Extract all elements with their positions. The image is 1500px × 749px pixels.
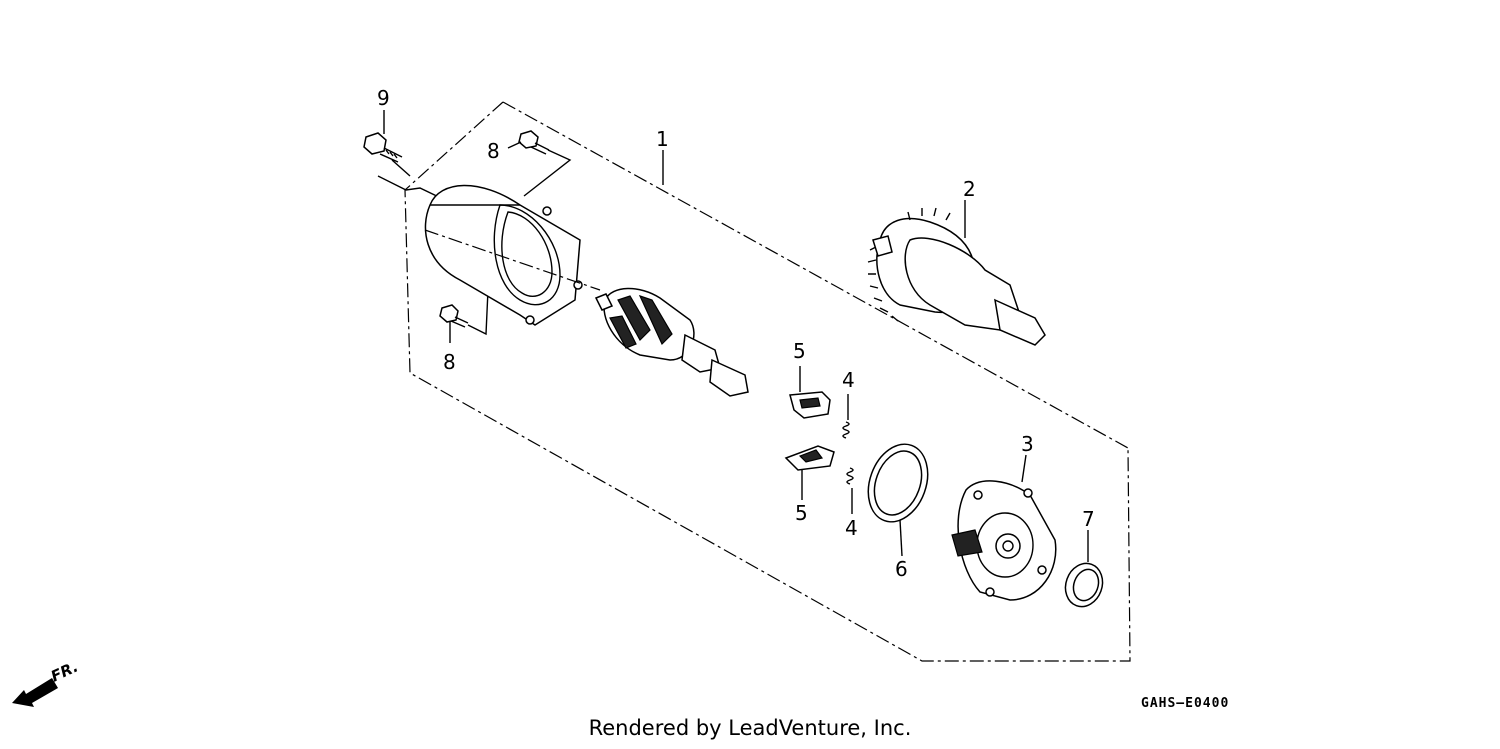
oil-seal-part-7	[1064, 530, 1104, 608]
callout-6: 6	[895, 557, 908, 581]
callout-7: 7	[1082, 507, 1095, 531]
direction-label: FR.	[48, 658, 81, 686]
callout-8-bottom: 8	[443, 350, 456, 374]
spring-part-4-upper	[842, 394, 850, 439]
bolt-part-9	[363, 110, 403, 163]
callout-8-top: 8	[487, 139, 500, 163]
callout-2: 2	[963, 177, 976, 201]
callout-9: 9	[377, 86, 390, 110]
brush-holder-part-5-lower	[784, 445, 835, 500]
diagram-code: GAHS–E0400	[1141, 696, 1230, 711]
motor-yoke-housing	[424, 184, 601, 326]
callout-1: 1	[656, 127, 669, 151]
screw-part-8-top	[507, 130, 550, 155]
starter-clutch-part-2	[867, 200, 1046, 346]
callout-4-upper: 4	[842, 368, 855, 392]
assembly-boundary	[404, 101, 1131, 662]
screw-part-8-bottom	[439, 304, 469, 343]
armature	[594, 287, 749, 397]
callout-3: 3	[1021, 432, 1034, 456]
callout-5-upper: 5	[793, 339, 806, 363]
front-direction-arrow-icon	[12, 678, 58, 707]
o-ring-part-6	[867, 443, 929, 557]
end-cover-part-3	[951, 454, 1057, 601]
callout-4-lower: 4	[845, 516, 858, 540]
spring-part-4-lower	[846, 467, 854, 514]
callout-5-lower: 5	[795, 501, 808, 525]
brush-holder-part-5-upper	[789, 366, 831, 419]
credit-text: Rendered by LeadVenture, Inc.	[588, 716, 912, 740]
